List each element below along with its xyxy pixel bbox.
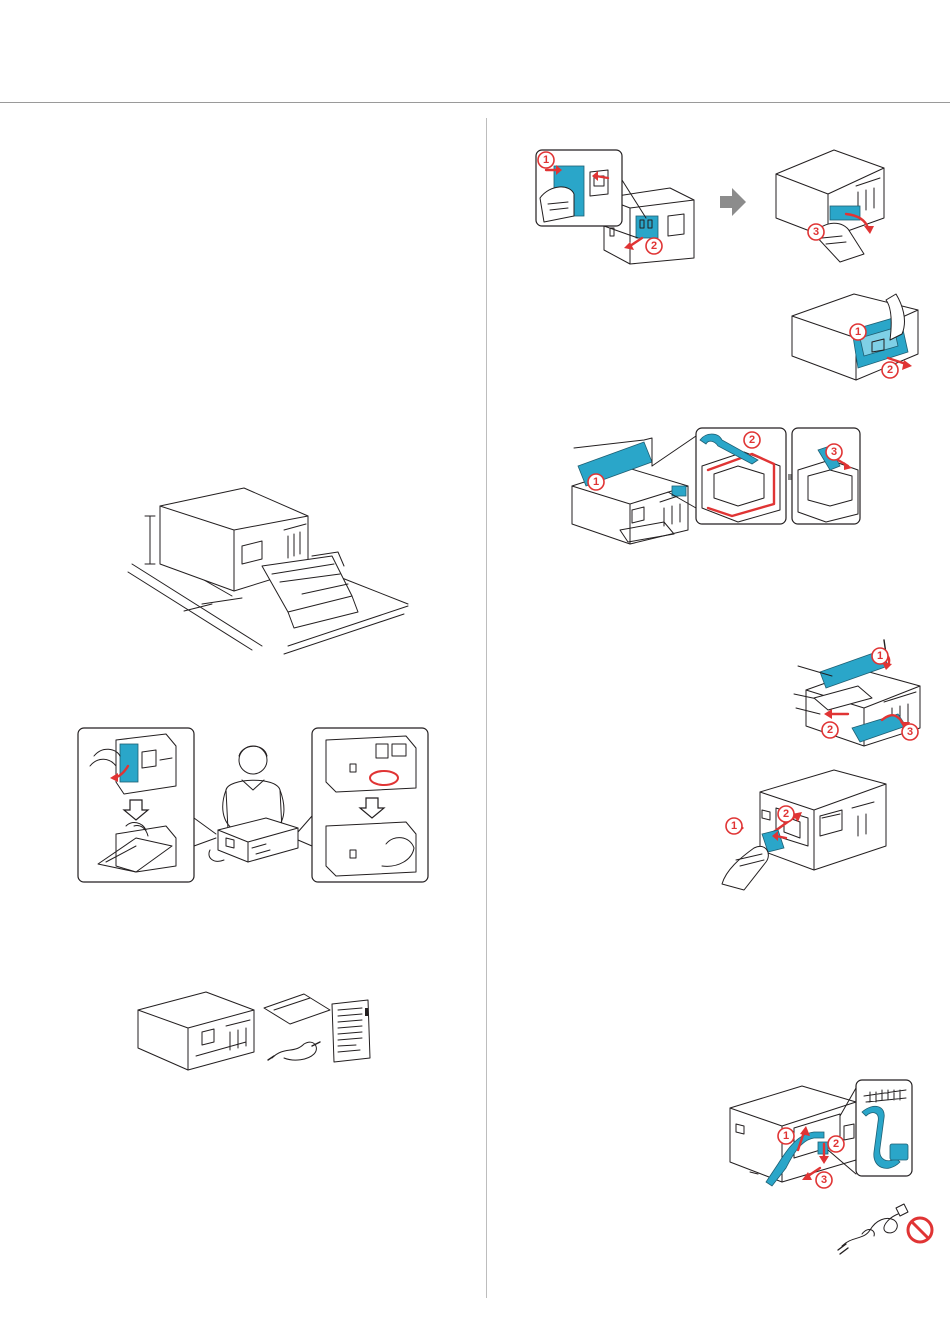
svg-text:3: 3: [831, 446, 837, 458]
step-marker-2: 2: [744, 432, 760, 448]
step-marker-1: 1: [538, 152, 554, 168]
step-marker-3: 3: [826, 444, 842, 460]
no-symbol-icon: [908, 1218, 932, 1242]
svg-text:1: 1: [877, 650, 883, 662]
svg-text:2: 2: [827, 724, 833, 736]
scanner-tape-steps-diagram: 1 2 3: [568, 426, 864, 544]
step-marker-1: 1: [850, 324, 866, 340]
step-marker-2: 2: [882, 362, 898, 378]
svg-text:2: 2: [783, 808, 789, 820]
column-separator: [486, 118, 487, 1298]
step-marker-1: 1: [726, 818, 742, 834]
insert-part-steps-diagram: 1 2: [714, 766, 890, 890]
svg-text:1: 1: [593, 476, 599, 488]
step-marker-1: 1: [588, 474, 604, 490]
header-rule: [0, 102, 950, 103]
svg-text:3: 3: [907, 726, 913, 738]
step-marker-2: 2: [828, 1136, 844, 1152]
unsupported-cable-diagram: [836, 1200, 936, 1256]
step-marker-3: 3: [902, 724, 918, 740]
remove-tape-steps-diagram: 1 2 3: [534, 146, 892, 266]
space-requirements-diagram: [112, 486, 412, 661]
step-marker-2: 2: [646, 238, 662, 254]
svg-text:2: 2: [887, 364, 893, 376]
step-marker-2: 2: [778, 806, 794, 822]
svg-text:3: 3: [821, 1174, 827, 1186]
open-cover-steps-diagram: 1 2: [790, 290, 920, 384]
svg-text:1: 1: [783, 1130, 789, 1142]
svg-text:1: 1: [543, 154, 549, 166]
svg-text:2: 2: [833, 1138, 839, 1150]
svg-text:1: 1: [855, 326, 861, 338]
lifting-printer-diagram: [76, 726, 432, 886]
close-cover-steps-diagram: 1 2 3: [792, 636, 922, 746]
step-marker-2: 2: [822, 722, 838, 738]
svg-text:2: 2: [749, 434, 755, 446]
svg-text:3: 3: [813, 226, 819, 238]
arrow-right-icon: [720, 188, 746, 216]
step-marker-1: 1: [872, 648, 888, 664]
svg-text:1: 1: [731, 820, 737, 832]
step-marker-3: 3: [816, 1172, 832, 1188]
step-marker-3: 3: [808, 224, 824, 240]
step-marker-1: 1: [778, 1128, 794, 1144]
svg-text:2: 2: [651, 240, 657, 252]
power-cable-steps-diagram: 1 2 3: [728, 1078, 924, 1188]
box-contents-diagram: [134, 988, 388, 1070]
